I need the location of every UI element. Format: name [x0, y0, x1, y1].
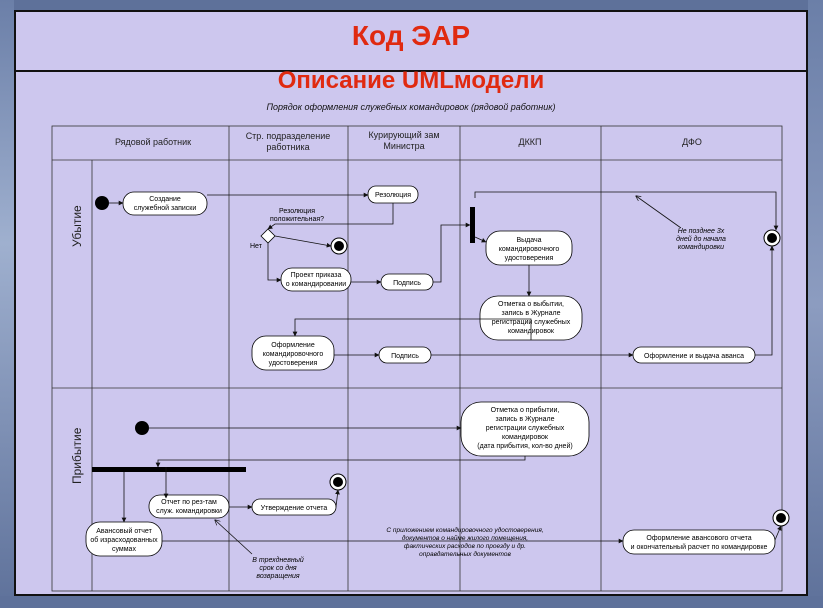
final-node-report: [329, 473, 347, 491]
svg-text:Авансовый отчет: Авансовый отчет: [96, 527, 152, 535]
svg-text:Отметка о выбытии,: Отметка о выбытии,: [498, 300, 564, 308]
svg-text:возвращения: возвращения: [256, 573, 300, 580]
activity-resolution: Резолюция: [367, 185, 419, 204]
fork-bar-arrival: [92, 467, 246, 472]
background-right: [808, 0, 823, 608]
lane-header-dkkp: ДККП: [518, 137, 541, 147]
activity-final-settlement: Оформление авансового отчета и окончател…: [622, 529, 776, 555]
final-node-settlement: [772, 509, 790, 527]
svg-text:командировочного: командировочного: [499, 246, 560, 253]
decision-diamond: [260, 228, 276, 244]
lane-header-unit-line2: работника: [266, 142, 309, 152]
title-box: [16, 12, 806, 72]
phase-departure: Убытие: [70, 205, 84, 247]
background-left: [0, 0, 14, 608]
note-deadline: Не позднее 3х дней до начала командировк…: [676, 227, 726, 251]
fork-bar-dkkp: [470, 207, 475, 243]
activity-diagram: Рядовой работник Стр. подразделение рабо…: [51, 125, 790, 592]
svg-text:и окончательный расчет по кома: и окончательный расчет по командировке: [631, 543, 768, 551]
initial-node-departure: [95, 196, 109, 210]
final-node-dfo: [763, 229, 781, 247]
svg-text:удостоверения: удостоверения: [269, 360, 318, 367]
lane-header-unit-line1: Стр. подразделение: [246, 131, 331, 141]
diagram-title: Порядок оформления служебных командирово…: [266, 102, 556, 112]
svg-text:дней до начала: дней до начала: [676, 235, 726, 243]
swimlane-grid: [51, 125, 783, 592]
activity-sign-2: Подпись: [378, 346, 432, 364]
activity-sign-1: Подпись: [380, 273, 434, 291]
svg-text:суммах: суммах: [112, 546, 136, 553]
svg-text:командировок: командировок: [508, 328, 555, 335]
svg-text:Выдача: Выдача: [516, 237, 541, 244]
activity-advance: Оформление и выдача аванса: [632, 346, 756, 364]
lane-header-deputy-line1: Курирующий зам: [368, 130, 439, 140]
svg-text:(дата прибытия, кол-во дней): (дата прибытия, кол-во дней): [477, 442, 572, 450]
svg-text:запись в Журнале: запись в Журнале: [502, 310, 561, 317]
activity-prepare-certificate: Оформление командировочного удостоверени…: [251, 335, 335, 371]
svg-text:командировки: командировки: [678, 243, 724, 251]
lane-header-dfo: ДФО: [682, 137, 702, 147]
guard-positive-line1: Резолюция: [279, 208, 315, 215]
activity-draft-order: Проект приказа о командировании: [280, 267, 352, 292]
activity-issue-certificate: Выдача командировочного удостоверения: [485, 230, 573, 266]
flow-edges: [109, 191, 782, 555]
initial-node-arrival: [135, 421, 149, 435]
svg-text:оправдательных документов: оправдательных документов: [419, 550, 511, 558]
svg-text:об израсходованных: об израсходованных: [90, 536, 158, 544]
guard-positive-line2: положительная?: [270, 216, 324, 223]
note-three-days: В трехдневный срок со дня возвращения: [252, 556, 304, 580]
activity-expense-report: Авансовый отчет об израсходованных сумма…: [85, 521, 163, 557]
svg-text:фактических расходов по проезд: фактических расходов по проезду и др.: [404, 542, 526, 550]
svg-text:срок со дня: срок со дня: [259, 564, 297, 572]
final-node-rejected: [330, 237, 348, 255]
lane-header-worker: Рядовой работник: [115, 137, 191, 147]
svg-text:удостоверения: удостоверения: [505, 255, 554, 262]
svg-text:Создание: Создание: [149, 196, 181, 203]
svg-text:служ. командировки: служ. командировки: [156, 508, 222, 515]
phase-arrival: Прибытие: [70, 427, 84, 484]
svg-text:о командировании: о командировании: [286, 281, 347, 288]
svg-text:Оформление: Оформление: [271, 342, 315, 349]
svg-text:Подпись: Подпись: [391, 353, 419, 360]
svg-text:В трехдневный: В трехдневный: [252, 556, 304, 564]
svg-text:командировок: командировок: [502, 434, 549, 441]
slide-subtitle: Описание UMLмодели: [277, 67, 545, 94]
svg-text:Не позднее 3х: Не позднее 3х: [678, 227, 725, 235]
svg-text:Проект приказа: Проект приказа: [291, 272, 342, 279]
note-documents: С приложением командировочного удостовер…: [386, 526, 543, 558]
svg-text:командировочного: командировочного: [263, 351, 324, 358]
activity-approve-report: Утверждение отчета: [251, 498, 337, 516]
svg-text:документов о найме жилого поме: документов о найме жилого помещения,: [402, 534, 528, 542]
svg-text:С приложением командировочного: С приложением командировочного удостовер…: [386, 526, 543, 534]
svg-text:Подпись: Подпись: [393, 280, 421, 287]
svg-text:запись в Журнале: запись в Журнале: [496, 416, 555, 423]
svg-text:Отчет по рез-там: Отчет по рез-там: [161, 499, 217, 506]
svg-text:Оформление авансового отчета: Оформление авансового отчета: [646, 535, 751, 542]
svg-text:служебной записки: служебной записки: [134, 204, 197, 212]
activity-create-memo: Создание служебной записки: [122, 191, 208, 216]
background-top: [0, 0, 823, 12]
svg-text:Резолюция: Резолюция: [375, 192, 411, 199]
activity-report: Отчет по рез-там служ. командировки: [148, 494, 230, 519]
background-bottom: [0, 596, 823, 608]
slide-title: Код ЭАР: [351, 20, 471, 51]
slide: Код ЭАР Описание UMLмодели Порядок оформ…: [14, 10, 808, 596]
svg-text:Отметка о прибытии,: Отметка о прибытии,: [491, 406, 560, 414]
svg-text:регистрации служебных: регистрации служебных: [486, 424, 565, 432]
lane-header-deputy-line2: Министра: [383, 141, 424, 151]
svg-text:Утверждение отчета: Утверждение отчета: [261, 505, 328, 512]
activity-arrival-mark: Отметка о прибытии, запись в Журнале рег…: [460, 401, 590, 457]
guard-no: Нет: [250, 243, 263, 250]
svg-text:Оформление и выдача аванса: Оформление и выдача аванса: [644, 353, 744, 360]
